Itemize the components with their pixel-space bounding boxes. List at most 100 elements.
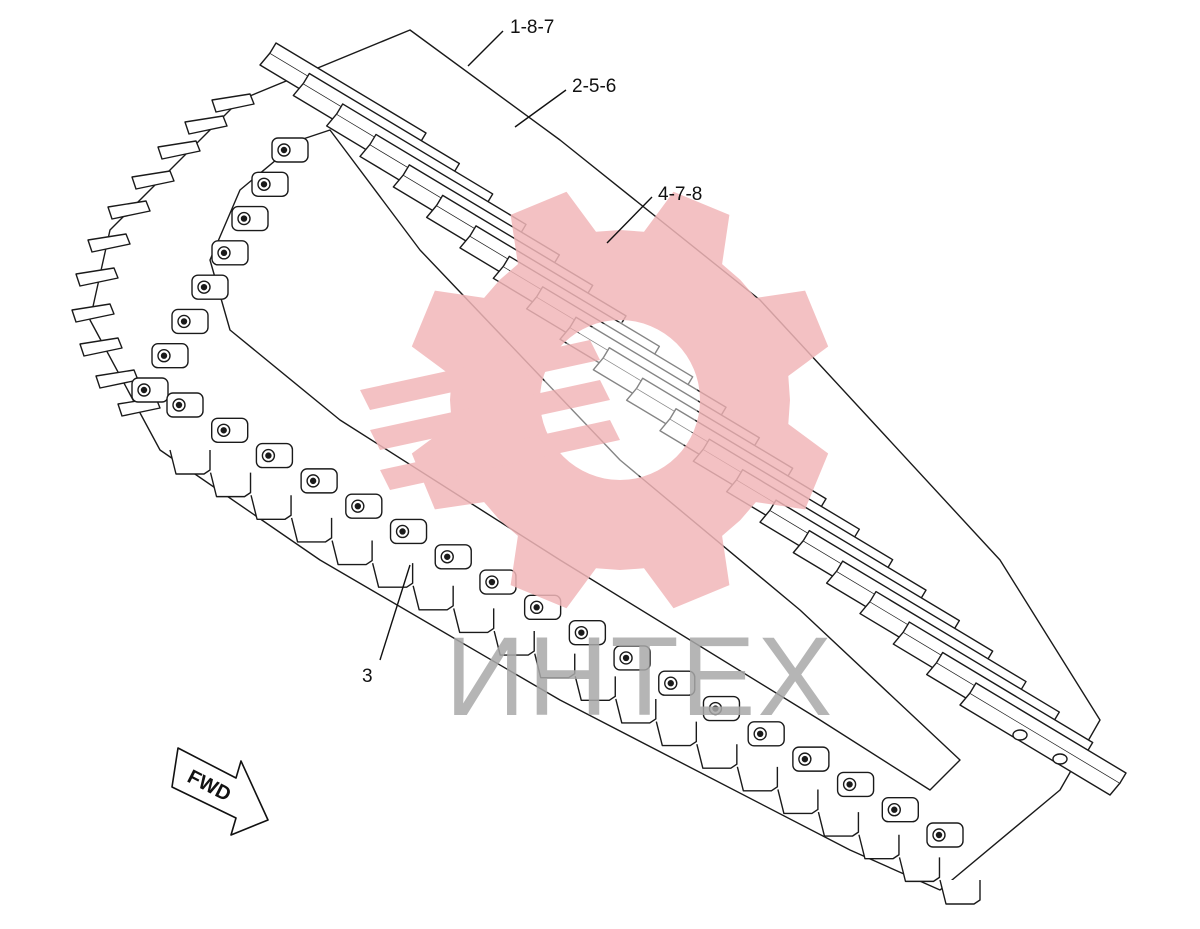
watermark: ИНТЕХ <box>360 191 834 739</box>
grouser-face <box>858 834 900 860</box>
grouser-face <box>534 653 576 679</box>
grouser-tooth <box>453 608 495 634</box>
link-pin-center <box>265 452 272 459</box>
grouser-face <box>331 540 373 566</box>
chain-link <box>251 171 289 197</box>
grouser-tooth <box>412 585 454 611</box>
callout-label: 2-5-6 <box>572 76 616 97</box>
watermark-speed-lines <box>360 340 620 490</box>
grouser-tooth <box>331 540 373 566</box>
link-pin-center <box>309 477 317 485</box>
grouser-face <box>493 630 535 656</box>
grouser-bar <box>336 103 494 205</box>
grouser-face <box>371 562 414 588</box>
watermark-text: ИНТЕХ <box>445 614 834 739</box>
leader-line <box>379 564 411 661</box>
chain-link <box>300 468 338 494</box>
callout-label: 1-8-7 <box>510 17 554 38</box>
chain-link <box>926 822 964 848</box>
grouser-tooth <box>615 698 657 724</box>
chain-link <box>389 518 428 545</box>
grouser-bar <box>902 621 1061 723</box>
track-inner-opening <box>209 129 961 791</box>
callout-1-8-7: 1-8-7 <box>467 17 554 67</box>
bolt-head <box>1052 753 1068 765</box>
leader-line <box>606 196 653 244</box>
watermark-gear-logo <box>360 191 829 609</box>
grouser-face <box>898 857 941 883</box>
callout-label: 4-7-8 <box>658 184 702 205</box>
link-pin-center <box>846 781 853 788</box>
shoe-edge <box>157 140 201 160</box>
link-pin-center <box>488 578 496 586</box>
grouser-face <box>250 495 292 520</box>
chain-link <box>231 205 269 232</box>
link-pin-center <box>891 806 898 813</box>
grouser-tooth <box>655 721 698 747</box>
grouser-tooth <box>250 495 292 520</box>
grouser-tooth <box>817 811 860 837</box>
shoe-edge <box>131 170 175 190</box>
shoe-edge <box>79 337 123 357</box>
chain-link <box>191 274 229 300</box>
grouser-tooth <box>898 857 941 883</box>
link-pin-center <box>399 528 406 535</box>
grouser-tooth <box>534 653 576 679</box>
chain-link <box>881 797 919 823</box>
chain-link <box>345 493 383 519</box>
grouser-face <box>169 449 211 475</box>
idler-shoe <box>184 115 228 135</box>
chain-link <box>613 645 651 671</box>
chain-link <box>131 377 169 403</box>
grouser-tooth <box>939 879 981 905</box>
callout-label: 3 <box>362 666 373 687</box>
leader-line <box>467 30 504 67</box>
link-pin-center <box>160 352 168 359</box>
shoe-edge <box>87 233 131 253</box>
grouser-face <box>615 698 657 724</box>
grouser-face <box>209 472 252 498</box>
gear-icon <box>411 191 829 609</box>
grouser-tooth <box>371 562 414 588</box>
callout-3: 3 <box>362 564 411 687</box>
fwd-arrow-icon <box>171 747 269 836</box>
track-shoe <box>959 682 1127 796</box>
chain-link <box>747 721 785 747</box>
idler-shoe <box>87 233 131 253</box>
grouser-tooth <box>290 517 333 543</box>
grouser-tooth <box>858 834 900 860</box>
grouser-face <box>453 608 495 634</box>
chain-link <box>434 544 472 570</box>
link-pin-center <box>175 401 183 409</box>
idler-shoe <box>79 337 123 357</box>
shoe-edge <box>107 200 151 220</box>
leader-line <box>514 89 567 128</box>
grouser-face <box>655 721 698 747</box>
link-pin-center <box>622 654 630 662</box>
idler-shoe <box>211 93 255 113</box>
grouser-bar <box>869 590 1027 692</box>
link-pin-center <box>260 181 268 188</box>
link-pin-center <box>578 629 585 636</box>
bolt-head <box>1012 729 1028 741</box>
chain-link <box>836 771 875 798</box>
idler-shoe <box>107 200 151 220</box>
grouser-face <box>777 789 819 815</box>
callout-2-5-6: 2-5-6 <box>514 76 616 128</box>
grouser-face <box>736 766 779 792</box>
grouser-face <box>412 585 454 611</box>
grouser-face <box>817 811 860 837</box>
chain-link <box>171 308 209 335</box>
link-pin-center <box>756 730 764 738</box>
forward-direction-marker: FWD <box>171 747 269 836</box>
grouser-tooth <box>574 676 616 702</box>
idler-shoe <box>131 170 175 190</box>
link-pin-center <box>444 553 451 560</box>
chain-link <box>658 670 696 696</box>
link-pin-center <box>935 831 943 839</box>
idler-shoe <box>71 303 115 323</box>
link-pin-center <box>533 604 540 611</box>
grouser-bar <box>302 72 461 174</box>
grouser-face <box>290 517 333 543</box>
link-pin-center <box>220 427 227 434</box>
